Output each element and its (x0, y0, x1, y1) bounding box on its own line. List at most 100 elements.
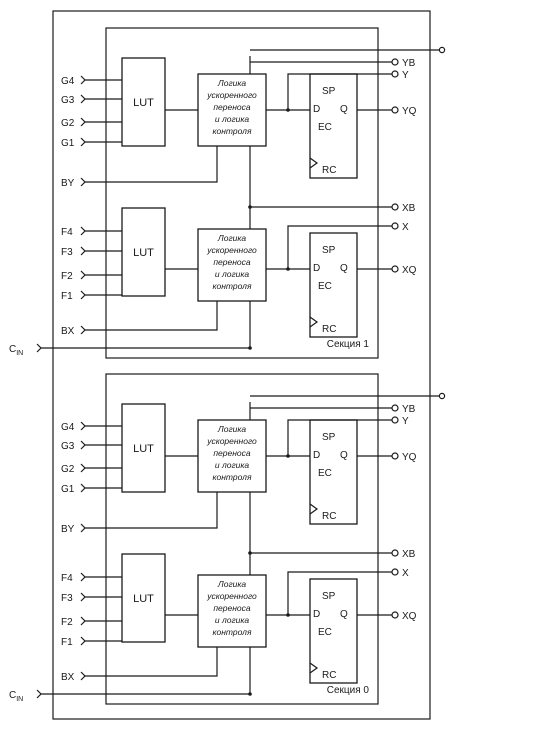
x-ff-d-label: D (313, 609, 320, 620)
y-ff-ec-label: EC (318, 122, 332, 133)
input-arrow (80, 226, 86, 236)
g-logic-text-line: ускоренного (206, 90, 257, 100)
f-logic-text-line: переноса (213, 603, 251, 613)
cin-label: CIN (9, 690, 23, 703)
input-arrow (80, 523, 86, 533)
junction-dot (286, 267, 290, 271)
input-arrow (80, 421, 86, 431)
x-ff-rc-label: RC (322, 324, 336, 335)
input-arrow (36, 343, 42, 353)
cin-label: CIN (9, 344, 23, 357)
f-lut-label: LUT (133, 593, 154, 605)
x-ff-clock-triangle (309, 316, 319, 328)
output-pin-circle (391, 611, 399, 619)
junction-dot (286, 108, 290, 112)
bx-label: BX (61, 326, 75, 337)
input-arrow (80, 75, 86, 85)
by-wire (85, 492, 218, 529)
y-ff-rc-label: RC (322, 511, 336, 522)
y-ff-d-label: D (313, 450, 320, 461)
f-input-label: F1 (61, 637, 73, 648)
x-ff-d-label: D (313, 263, 320, 274)
g-logic-text-line: ускоренного (206, 436, 257, 446)
g-input-label: G4 (61, 422, 75, 433)
input-arrow (80, 94, 86, 104)
f-input-label: F2 (61, 271, 73, 282)
y-output-wire (287, 419, 392, 456)
section-frame (105, 373, 379, 705)
junction-dot (248, 205, 252, 209)
x-ff-sp-label: SP (322, 245, 336, 256)
output-pin-circle (391, 568, 399, 576)
x-output-wire (287, 571, 392, 615)
x-ff-ec-label: EC (318, 627, 332, 638)
f-logic-text-line: и логика (215, 615, 250, 625)
cin-letter: C (9, 690, 16, 701)
y-ff-box (309, 419, 358, 525)
input-arrow (80, 325, 86, 335)
input-arrow (36, 689, 42, 699)
y-ff-d-label: D (313, 104, 320, 115)
slice-section-1: Секция 1LUTLUTЛогикаускоренногопереносаи… (9, 27, 446, 359)
input-arrow (80, 636, 86, 646)
g-input-label: G4 (61, 76, 75, 87)
section-frame (105, 27, 379, 359)
output-label-bottom: XQ (402, 265, 417, 276)
f-logic-text-line: Логика (217, 579, 246, 589)
input-arrow (80, 290, 86, 300)
x-ff-box (309, 578, 358, 684)
f-logic-text-line: ускоренного (206, 245, 257, 255)
y-ff-box (309, 73, 358, 179)
f-input-label: F2 (61, 617, 73, 628)
f-input-label: F4 (61, 227, 73, 238)
f-logic-text-line: ускоренного (206, 591, 257, 601)
input-arrow (80, 616, 86, 626)
junction-dot (286, 454, 290, 458)
g-lut-box (121, 57, 166, 147)
g-lut-label: LUT (133, 443, 154, 455)
output-pin-circle (391, 452, 399, 460)
cin-subscript: IN (16, 350, 23, 357)
slice-section-0: Секция 0LUTLUTЛогикаускоренногопереносаи… (9, 373, 446, 705)
x-ff-ec-label: EC (318, 281, 332, 292)
input-arrow (80, 483, 86, 493)
junction-dot (248, 692, 252, 696)
f-input-label: F3 (61, 247, 73, 258)
f-logic-box (197, 574, 267, 648)
f-logic-box (197, 228, 267, 302)
output-pin-circle (391, 58, 399, 66)
output-pin-circle (391, 265, 399, 273)
f-logic-text-line: Логика (217, 233, 246, 243)
g-logic-text-line: контроля (212, 126, 251, 136)
input-arrow (80, 440, 86, 450)
g-lut-label: LUT (133, 97, 154, 109)
junction-dot (248, 551, 252, 555)
f-logic-text-line: переноса (213, 257, 251, 267)
output-label-bottom: XB (402, 549, 416, 560)
y-ff-q-label: Q (340, 104, 348, 115)
g-input-label: G2 (61, 464, 75, 475)
junction-dot (286, 613, 290, 617)
output-pin-circle (391, 203, 399, 211)
g-logic-box (197, 419, 267, 493)
input-arrow (80, 592, 86, 602)
y-output-wire (287, 73, 392, 110)
g-lut-box (121, 403, 166, 493)
input-arrow (80, 177, 86, 187)
y-ff-clock-triangle (309, 503, 319, 515)
output-label-bottom: X (402, 222, 409, 233)
input-arrow (80, 463, 86, 473)
g-logic-text-line: и логика (215, 114, 250, 124)
g-logic-text-line: переноса (213, 102, 251, 112)
g-input-label: G2 (61, 118, 75, 129)
f-lut-box (121, 207, 166, 297)
output-pin-circle (391, 106, 399, 114)
output-pin-circle (391, 416, 399, 424)
input-arrow (80, 137, 86, 147)
y-ff-q-label: Q (340, 450, 348, 461)
x-ff-q-label: Q (340, 263, 348, 274)
g-logic-text-line: контроля (212, 472, 251, 482)
output-pin-circle (391, 549, 399, 557)
by-label: BY (61, 178, 75, 189)
g-logic-text-line: переноса (213, 448, 251, 458)
